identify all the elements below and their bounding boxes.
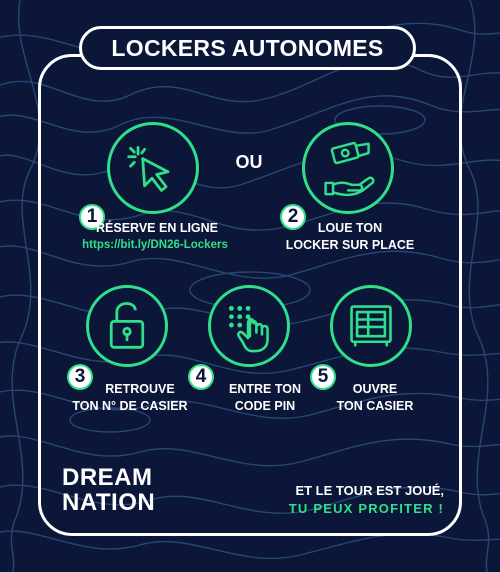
safe-icon bbox=[350, 305, 392, 347]
hand-money-icon bbox=[324, 141, 375, 197]
step-3-label: RETROUVE TON N° DE CASIER bbox=[70, 381, 190, 415]
step-3-line2: TON N° DE CASIER bbox=[72, 399, 188, 413]
step-5-line2: TON CASIER bbox=[336, 399, 414, 413]
step-5-label: OUVRE TON CASIER bbox=[330, 381, 420, 415]
step-4-line1: ENTRE TON bbox=[229, 382, 301, 396]
step-2-label: LOUE TON LOCKER SUR PLACE bbox=[275, 220, 425, 254]
step-2-circle bbox=[302, 122, 394, 214]
logo-line1: DREAM bbox=[62, 464, 153, 491]
step-4-label: ENTRE TON CODE PIN bbox=[215, 381, 315, 415]
padlock-icon bbox=[109, 302, 145, 349]
step-1-circle bbox=[107, 122, 199, 214]
or-separator: OU bbox=[235, 152, 263, 172]
closing-line2: TU PEUX PROFITER ! bbox=[288, 501, 444, 516]
step-2-number: 2 bbox=[280, 204, 306, 230]
cursor-click-icon bbox=[127, 146, 170, 192]
step-5-line1: OUVRE bbox=[352, 382, 398, 396]
step-1-line1: RÉSERVE EN LIGNE bbox=[96, 221, 219, 235]
closing-message: ET LE TOUR EST JOUÉ, TU PEUX PROFITER ! bbox=[289, 482, 444, 518]
step-3-number: 3 bbox=[67, 364, 93, 390]
step-3-line1: RETROUVE bbox=[105, 382, 175, 396]
step-1-link-wrap: https://bit.ly/DN26-Lockers bbox=[70, 236, 240, 254]
step-5-circle bbox=[330, 285, 412, 367]
step-3-circle bbox=[86, 285, 168, 367]
logo-line2: NATION bbox=[62, 489, 156, 516]
title-box: LOCKERS AUTONOMES bbox=[79, 26, 416, 70]
step-1-number: 1 bbox=[79, 204, 105, 230]
keypad-press-icon bbox=[228, 305, 269, 353]
step-5-number: 5 bbox=[310, 364, 336, 390]
dreamnation-logo: DREAM NATION bbox=[62, 465, 155, 515]
step-2-line1: LOUE TON bbox=[317, 221, 383, 235]
step-4-line2: CODE PIN bbox=[234, 399, 296, 413]
page-title: LOCKERS AUTONOMES bbox=[111, 34, 384, 61]
closing-line1: ET LE TOUR EST JOUÉ, bbox=[295, 483, 444, 498]
step-2-line2: LOCKER SUR PLACE bbox=[285, 238, 415, 252]
reservation-link[interactable]: https://bit.ly/DN26-Lockers bbox=[82, 239, 228, 251]
step-4-number: 4 bbox=[188, 364, 214, 390]
step-1-label: RÉSERVE EN LIGNE bbox=[96, 220, 246, 237]
step-4-circle bbox=[208, 285, 290, 367]
